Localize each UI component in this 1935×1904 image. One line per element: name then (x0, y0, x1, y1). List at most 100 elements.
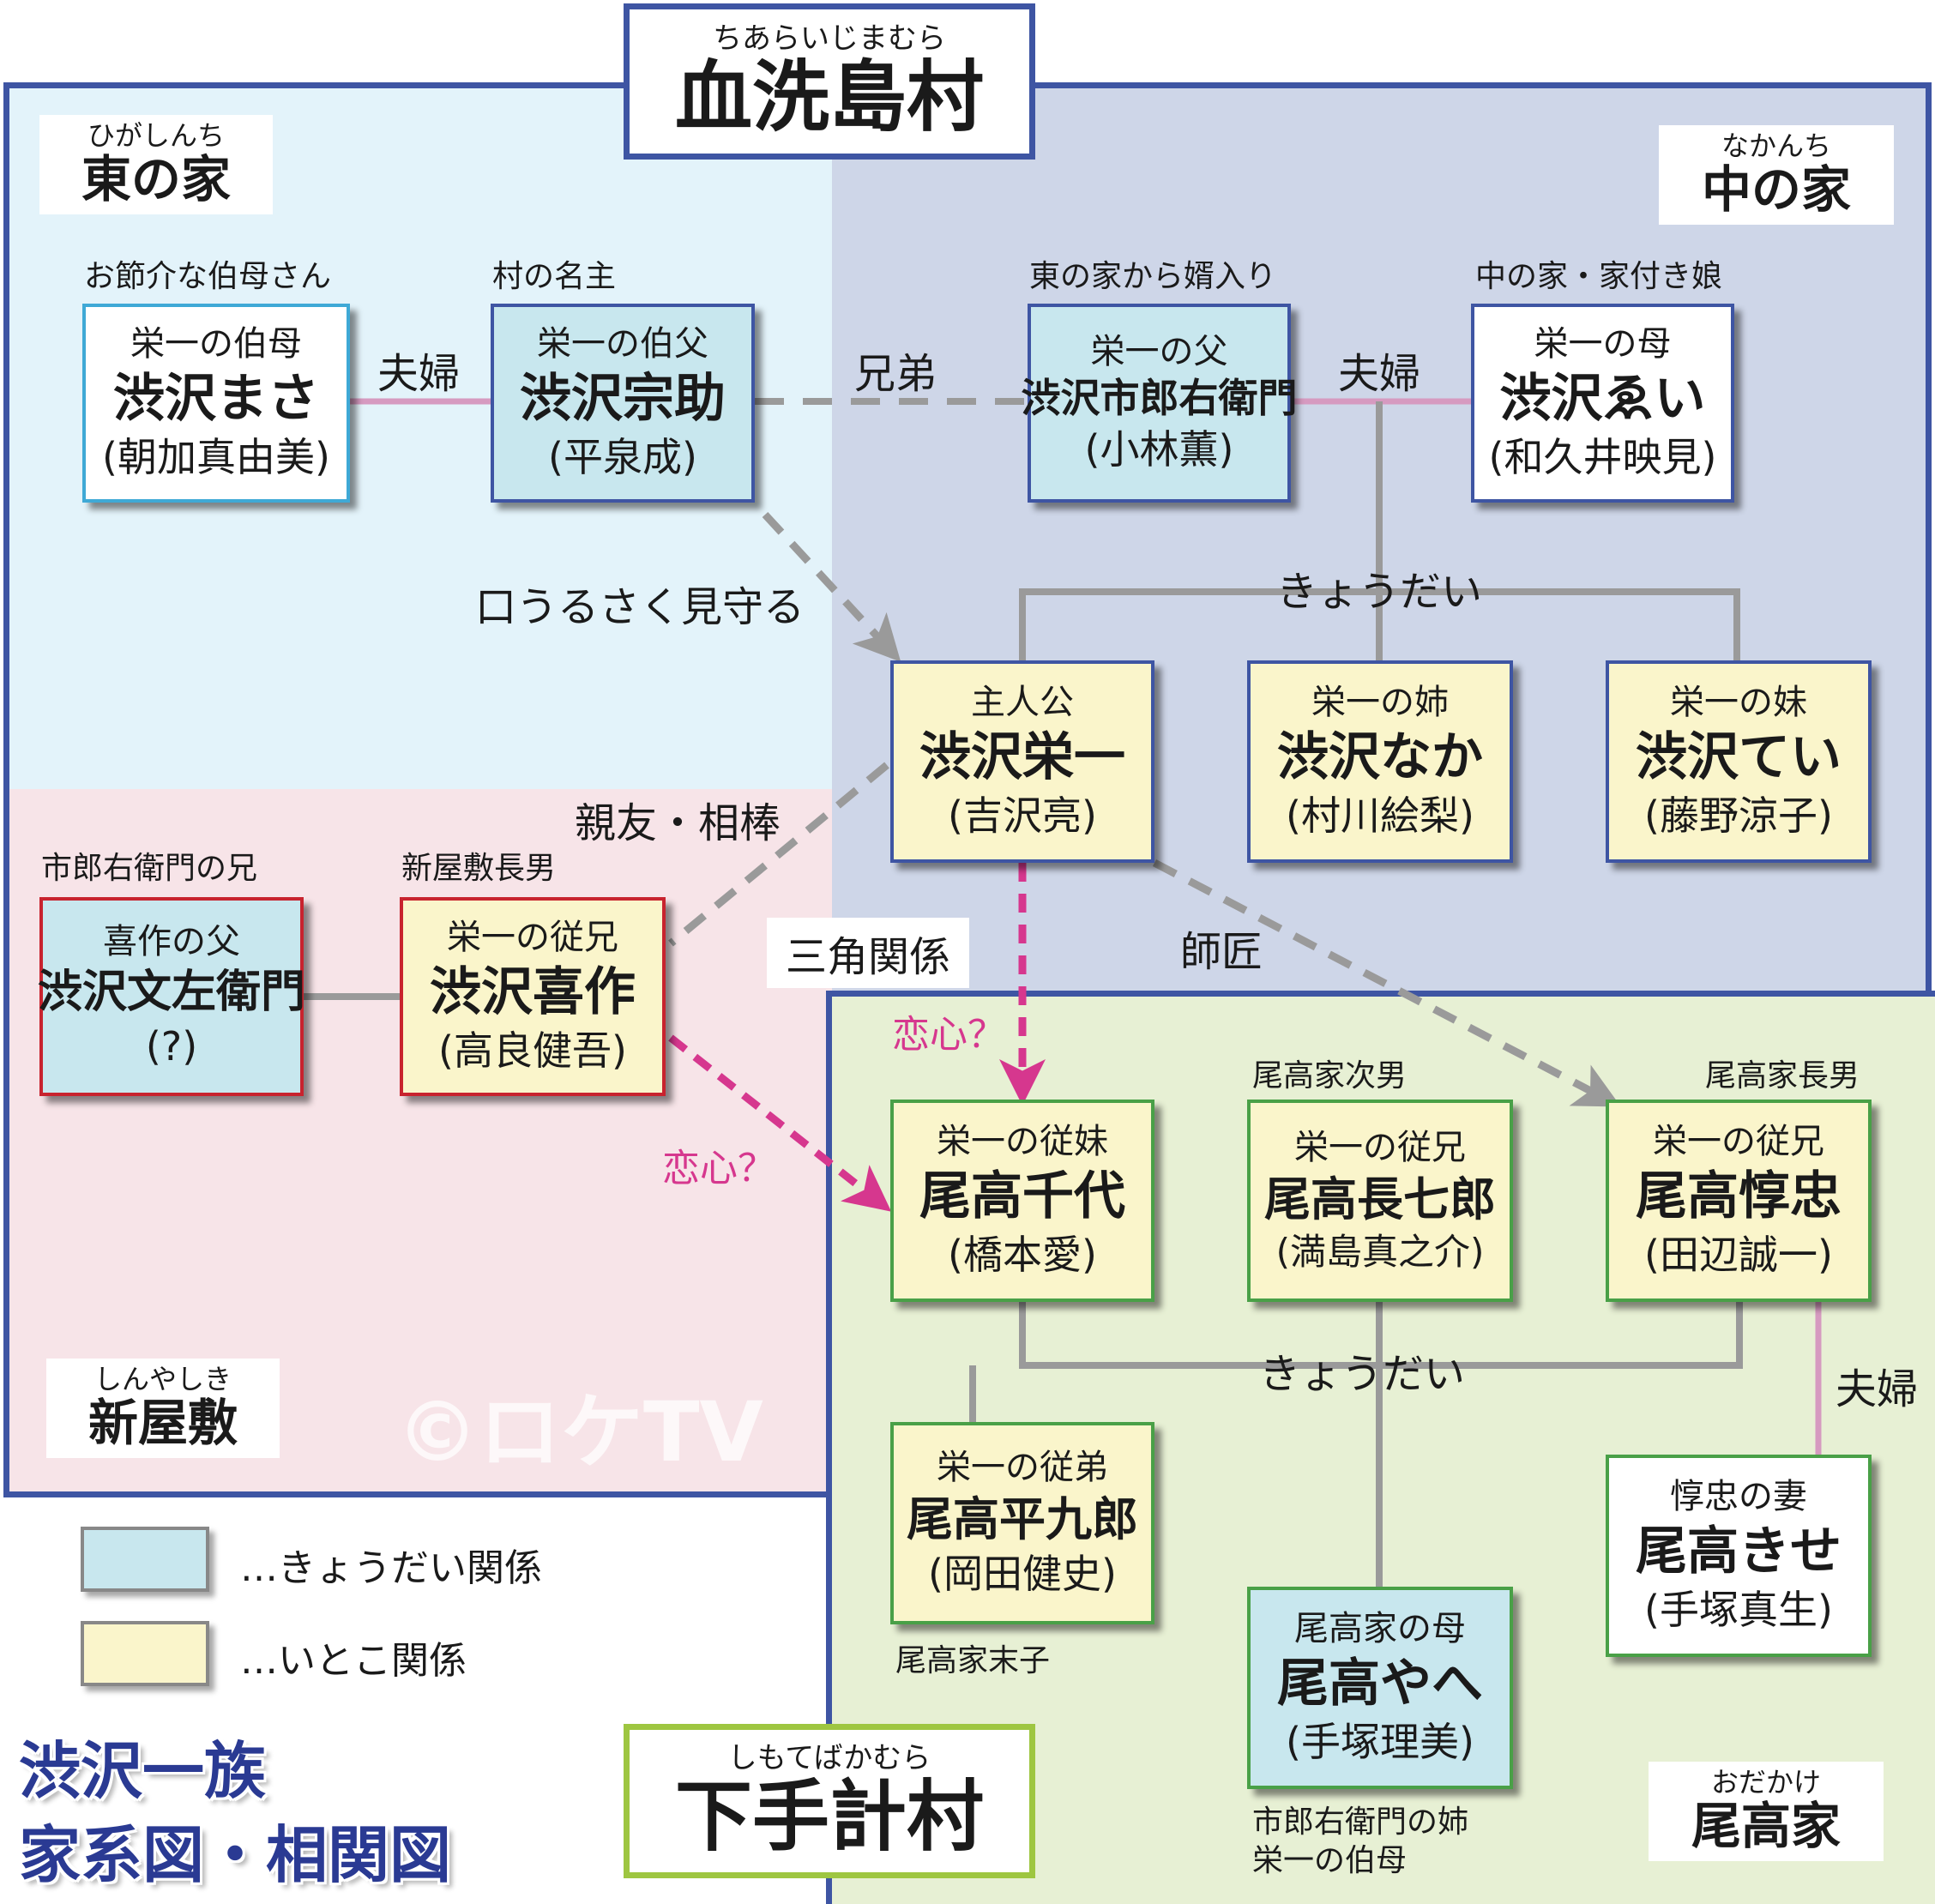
relation-label-couple: 夫婦 (377, 350, 461, 398)
person-name: 尾高平九郎 (907, 1491, 1138, 1546)
person-role: 惇忠の妻 (1670, 1477, 1807, 1517)
area-ruby: しんやしき (93, 1363, 232, 1396)
person-card-choshichiro[interactable]: 栄一の従兄 尾高長七郎 (満島真之介) (1247, 1100, 1513, 1302)
village-chiaraijima: ちあらいじまむら 血洗島村 (624, 3, 1035, 160)
area-ruby: ひがしんち (87, 119, 225, 153)
person-card-ei[interactable]: 栄一の母 渋沢ゑい (和久井映見) (1471, 304, 1734, 503)
village-name: 血洗島村 (675, 52, 984, 143)
person-actor: (平泉成) (548, 434, 697, 481)
person-role: 尾高家の母 (1294, 1609, 1466, 1649)
person-actor: (手塚理美) (1286, 1719, 1474, 1766)
relation-label-couple: 夫婦 (1836, 1365, 1919, 1413)
person-name: 尾高きせ (1636, 1521, 1842, 1582)
legend-swatch-siblings (81, 1527, 209, 1592)
person-role: 栄一の従兄 (1653, 1122, 1824, 1162)
note-yae: 市郎右衛門の姉 栄一の伯母 (1252, 1805, 1469, 1878)
legend-label-cousins: …いとこ関係 (240, 1639, 467, 1683)
person-actor: (村川絵梨) (1286, 792, 1474, 840)
relation-label-crush: 恋心？ (892, 1013, 1005, 1057)
person-role: 栄一の父 (1090, 332, 1228, 372)
person-actor: (?) (145, 1022, 198, 1069)
person-name: 尾高やへ (1277, 1654, 1483, 1714)
relation-label-siblings: きょうだい (1276, 568, 1483, 616)
person-role: 栄一の妹 (1670, 683, 1807, 723)
person-actor: (小林薫) (1084, 426, 1234, 473)
relation-label-best-friend: 親友・相棒 (575, 799, 781, 847)
village-ruby: しもてばかむら (727, 1740, 931, 1775)
person-name: 渋沢文左衛門 (38, 966, 306, 1019)
person-role: 栄一の従兄 (1294, 1127, 1466, 1167)
note-choshichiro: 尾高家次男 (1252, 1058, 1408, 1094)
person-actor: (満島真之介) (1275, 1230, 1485, 1273)
person-role: 栄一の姉 (1311, 683, 1449, 723)
person-actor: (高良健吾) (438, 1027, 627, 1075)
note-ei: 中の家・家付き娘 (1475, 259, 1723, 294)
person-card-naka[interactable]: 栄一の姉 渋沢なか (村川絵梨) (1247, 660, 1513, 863)
relation-label-brothers: 兄弟 (854, 350, 937, 398)
village-shimotebaka: しもてばかむら 下手計村 (624, 1724, 1035, 1878)
person-role: 栄一の従妹 (937, 1122, 1108, 1162)
person-card-tei[interactable]: 栄一の妹 渋沢てい (藤野涼子) (1606, 660, 1872, 863)
person-name: 渋沢市郎右衛門 (1021, 375, 1298, 422)
note-heikuro: 尾高家末子 (895, 1643, 1051, 1678)
person-card-atsutada[interactable]: 栄一の従兄 尾高惇忠 (田辺誠一) (1606, 1100, 1872, 1302)
area-ruby: おだかけ (1710, 1766, 1821, 1799)
note-kisaku: 新屋敷長男 (401, 851, 557, 886)
note-masa: お節介な伯母さん (84, 259, 332, 294)
relation-label-love-triangle: 三角関係 (767, 918, 970, 988)
best-friend-line (668, 762, 889, 947)
relation-label-couple: 夫婦 (1338, 350, 1421, 398)
relation-label-mentor: 師匠 (1180, 928, 1263, 976)
person-card-kisaku[interactable]: 栄一の従兄 渋沢喜作 (高良健吾) (400, 897, 666, 1096)
person-role: 栄一の伯母 (130, 324, 302, 365)
chart-title-line2: 家系図・相関図 (19, 1819, 452, 1891)
person-card-sosuke[interactable]: 栄一の伯父 渋沢宗助 (平泉成) (491, 304, 755, 503)
person-name: 尾高長七郎 (1264, 1171, 1496, 1226)
siblings-tree-eiichi (1019, 401, 1740, 660)
note-sosuke: 村の名主 (492, 259, 617, 294)
person-card-heikuro[interactable]: 栄一の従弟 尾高平九郎 (岡田健史) (890, 1422, 1154, 1624)
area-label-odaka: おだかけ 尾高家 (1649, 1762, 1884, 1861)
area-label-naka: なかんち 中の家 (1659, 125, 1894, 225)
note-bunzaemon: 市郎右衛門の兄 (41, 851, 258, 886)
person-name: 尾高惇忠 (1636, 1166, 1842, 1227)
mentor-arrow (1152, 859, 1621, 1107)
legend-swatch-cousins (81, 1621, 209, 1686)
person-card-yae[interactable]: 尾高家の母 尾高やへ (手塚理美) (1247, 1587, 1513, 1789)
area-name: 東の家 (81, 150, 231, 209)
chart-title-line1: 渋沢一族 (19, 1735, 267, 1807)
person-actor: (岡田健史) (928, 1551, 1117, 1598)
person-name: 尾高千代 (919, 1166, 1125, 1227)
person-role: 主人公 (971, 683, 1074, 723)
person-actor: (朝加真由美) (102, 434, 330, 481)
chiaraijima-village-border-a (3, 82, 832, 1497)
area-name: 新屋敷 (87, 1394, 238, 1453)
person-card-bunzaemon[interactable]: 喜作の父 渋沢文左衛門 (?) (38, 897, 306, 1096)
person-name: 渋沢栄一 (919, 727, 1125, 788)
shimotebaka-village-border (826, 991, 1935, 1904)
watch-over-arrow (762, 511, 901, 662)
person-role: 栄一の母 (1534, 324, 1672, 365)
person-card-eiichi[interactable]: 主人公 渋沢栄一 (吉沢亮) (890, 660, 1154, 863)
person-role: 喜作の父 (103, 922, 240, 962)
village-ruby: ちあらいじまむら (713, 21, 946, 56)
area-label-east: ひがしんち 東の家 (39, 115, 273, 214)
person-card-ichiroemon[interactable]: 栄一の父 渋沢市郎右衛門 (小林薫) (1022, 304, 1298, 503)
person-card-kise[interactable]: 惇忠の妻 尾高きせ (手塚真生) (1606, 1455, 1872, 1657)
person-actor: (橋本愛) (948, 1232, 1097, 1279)
person-name: 渋沢喜作 (430, 962, 636, 1023)
person-actor: (和久井映見) (1488, 434, 1717, 481)
area-name: 尾高家 (1691, 1797, 1841, 1856)
watermark: ©ロケTV (396, 1384, 763, 1480)
love-arrow-kisaku-chiyo (668, 1034, 892, 1212)
person-card-chiyo[interactable]: 栄一の従妹 尾高千代 (橋本愛) (890, 1100, 1154, 1302)
person-actor: (田辺誠一) (1644, 1232, 1833, 1279)
person-name: 渋沢てい (1636, 727, 1842, 788)
relation-label-crush: 恋心？ (662, 1147, 775, 1190)
person-name: 渋沢ゑい (1499, 369, 1706, 430)
person-role: 栄一の従弟 (937, 1448, 1108, 1487)
person-name: 渋沢なか (1277, 727, 1483, 788)
person-card-masa[interactable]: 栄一の伯母 渋沢まさ (朝加真由美) (82, 304, 350, 503)
area-label-shinyashiki: しんやしき 新屋敷 (46, 1359, 280, 1458)
